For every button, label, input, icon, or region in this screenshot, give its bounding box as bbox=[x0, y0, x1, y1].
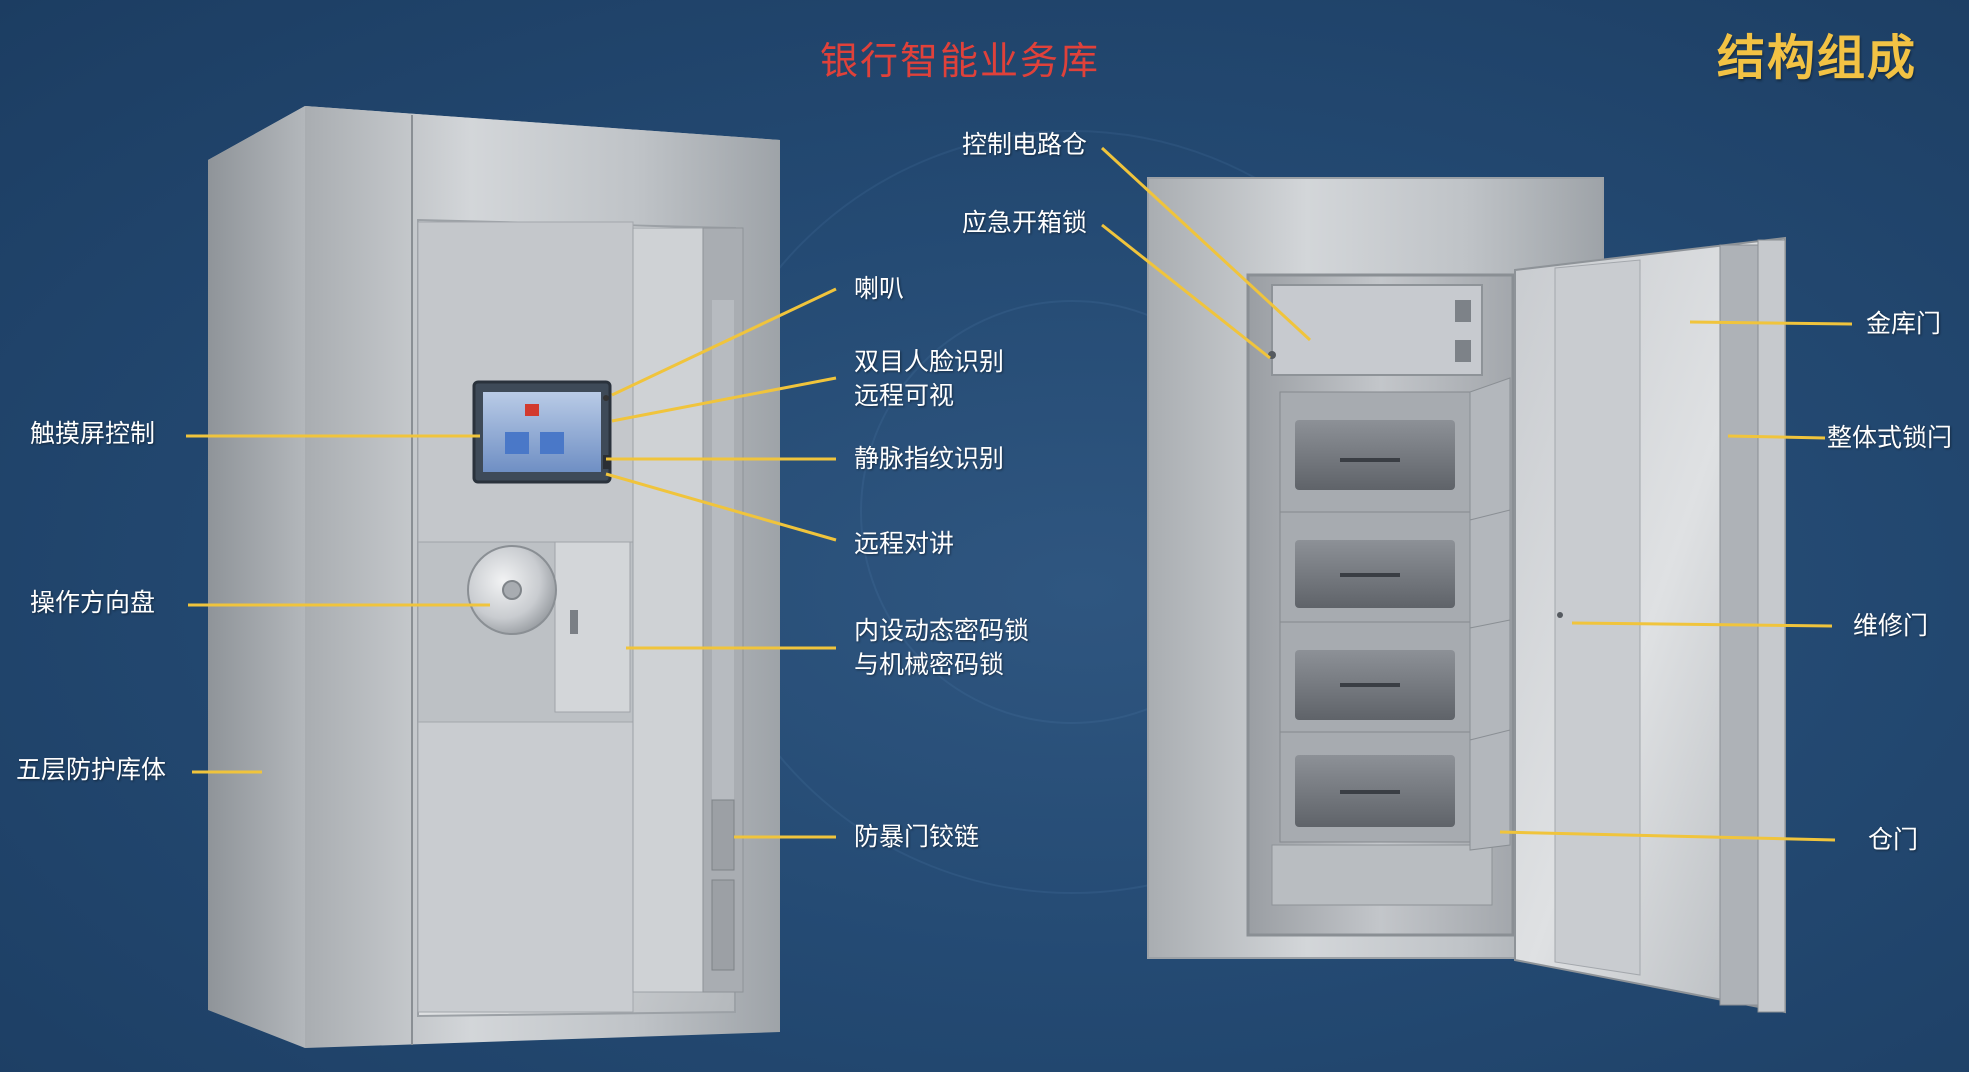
compartment-door-4 bbox=[1469, 729, 1511, 851]
lock-plate bbox=[554, 541, 631, 713]
label-control-circuit: 控制电路仓 bbox=[962, 130, 1088, 159]
steering-wheel-hub bbox=[502, 580, 522, 600]
callout-speaker bbox=[611, 287, 837, 397]
product-title: 银行智能业务库 bbox=[820, 39, 1101, 83]
hinge-strip bbox=[712, 300, 734, 800]
label-maintenance-door: 维修门 bbox=[1853, 611, 1929, 640]
circuit-compartment-hinge-2 bbox=[1455, 340, 1471, 362]
label-vein-fingerprint: 静脉指纹识别 bbox=[854, 444, 1005, 473]
screen-button-right bbox=[540, 432, 564, 454]
vein-sensor bbox=[603, 455, 611, 469]
label-compartment-door: 仓门 bbox=[1868, 825, 1919, 854]
label-integrated-lock: 整体式锁闩 bbox=[1827, 423, 1953, 452]
closed-vault-side bbox=[208, 106, 305, 1048]
mechanical-lock-handle bbox=[570, 610, 578, 634]
callout-intercom bbox=[605, 472, 837, 542]
door-lower-plate bbox=[417, 721, 634, 1013]
closed-vault bbox=[208, 106, 780, 1048]
label-intercom: 远程对讲 bbox=[854, 529, 955, 558]
compartment-door-2 bbox=[1469, 509, 1511, 629]
storage-shelves bbox=[1271, 391, 1493, 906]
label-touchscreen: 触摸屏控制 bbox=[30, 419, 156, 448]
callout-integrated-lock bbox=[1727, 434, 1826, 440]
label-combination-lock-line2: 与机械密码锁 bbox=[854, 650, 1005, 679]
hinge-knuckle-1 bbox=[711, 799, 735, 871]
label-face-recognition-line1: 双目人脸识别 bbox=[854, 347, 1005, 376]
callout-compartment-door bbox=[1499, 830, 1836, 842]
bottom-compartment bbox=[1271, 844, 1493, 906]
callout-control-circuit bbox=[1100, 146, 1312, 342]
storage-case-1 bbox=[1295, 420, 1455, 490]
section-title: 结构组成 bbox=[1716, 30, 1917, 86]
label-vault-body: 五层防护库体 bbox=[16, 755, 167, 784]
label-face-recognition-line2: 远程可视 bbox=[854, 381, 955, 410]
label-emergency-lock: 应急开箱锁 bbox=[962, 208, 1088, 237]
label-steering-wheel: 操作方向盘 bbox=[30, 588, 156, 617]
hinge-column bbox=[632, 227, 704, 993]
label-face-recognition: 双目人脸识别 远程可视 bbox=[854, 345, 1004, 413]
label-vault-door: 金库门 bbox=[1866, 309, 1942, 338]
maintenance-door-keyhole bbox=[1557, 612, 1563, 618]
callout-face-recognition bbox=[611, 376, 837, 423]
label-combination-lock: 内设动态密码锁 与机械密码锁 bbox=[854, 614, 1029, 682]
compartment-door-3 bbox=[1469, 619, 1511, 741]
screen-logo bbox=[525, 404, 539, 416]
open-vault bbox=[1147, 177, 1786, 1014]
screen-button-left bbox=[505, 432, 529, 454]
callout-lines bbox=[186, 146, 1853, 842]
camera-lens bbox=[603, 395, 609, 401]
callout-emergency-lock bbox=[1101, 223, 1271, 360]
maintenance-door-panel bbox=[1554, 259, 1641, 976]
hinge-knuckle-2 bbox=[711, 879, 735, 971]
callout-maintenance-door bbox=[1571, 621, 1833, 628]
callout-vault-door bbox=[1689, 320, 1853, 326]
label-combination-lock-line1: 内设动态密码锁 bbox=[854, 616, 1030, 645]
label-speaker: 喇叭 bbox=[854, 274, 905, 303]
control-circuit-compartment bbox=[1271, 284, 1483, 376]
circuit-compartment-hinge-1 bbox=[1455, 300, 1471, 322]
label-hinge: 防暴门铰链 bbox=[854, 822, 980, 851]
compartment-door-1 bbox=[1469, 377, 1511, 521]
